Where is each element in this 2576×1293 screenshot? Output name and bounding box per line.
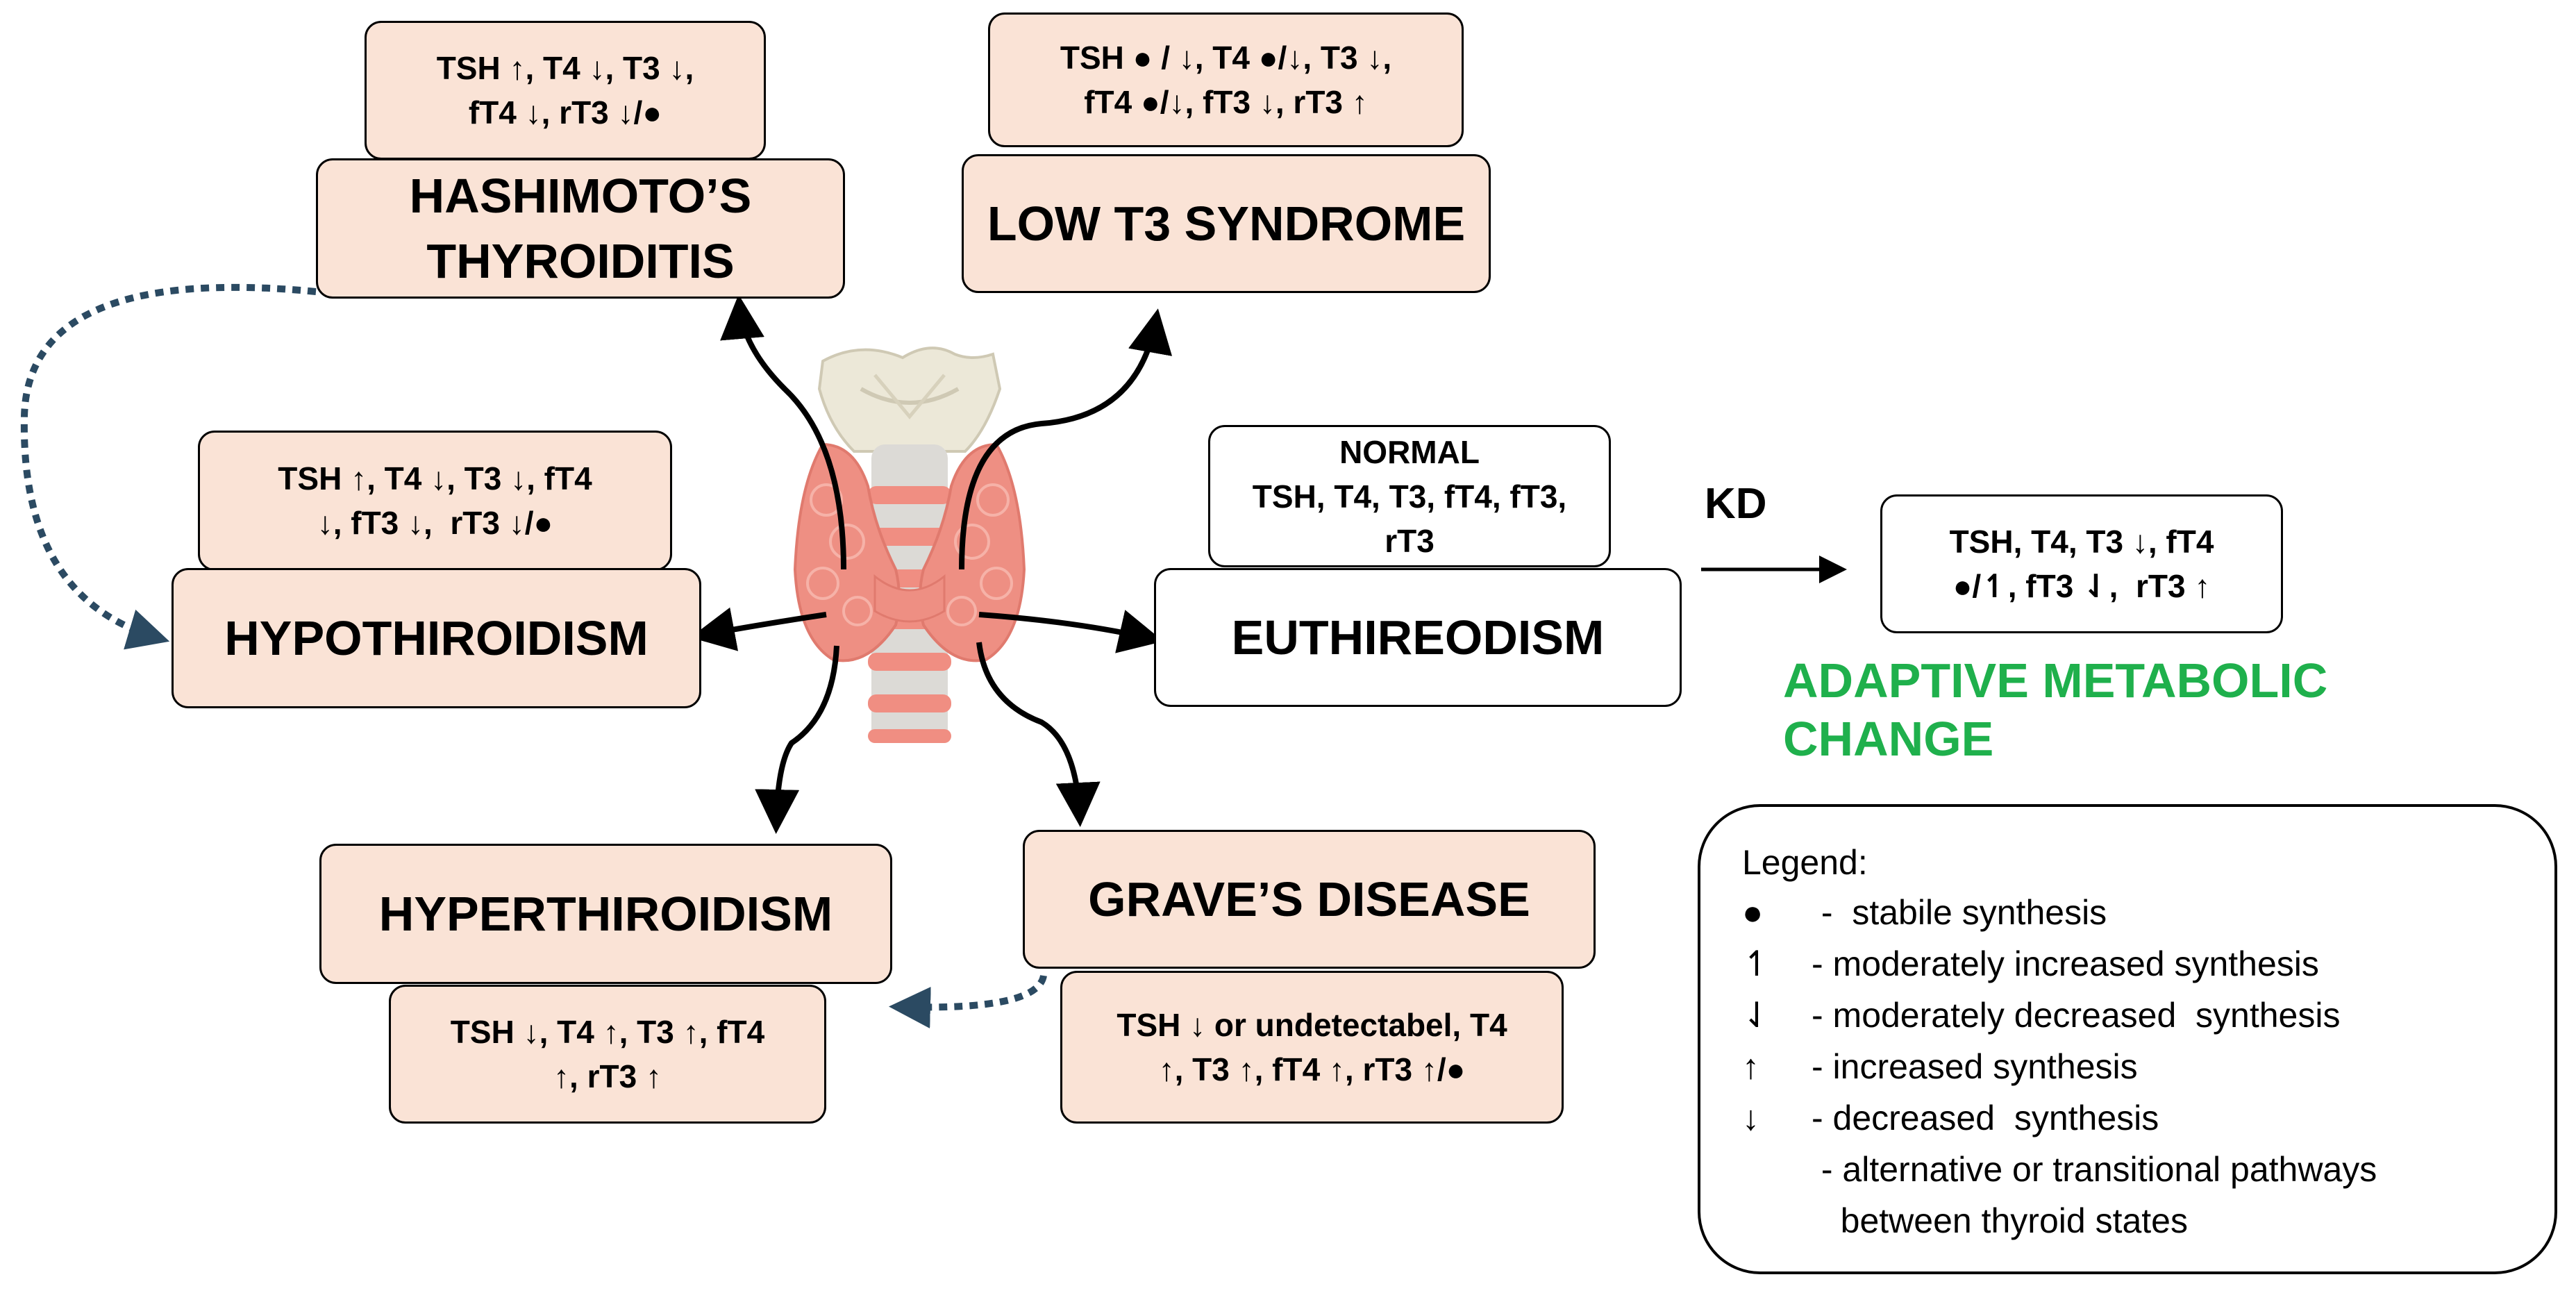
- low-t3-values-line-2: fT4 ●/↓, fT3 ↓, rT3 ↑: [1084, 84, 1368, 120]
- arrow-to-hyperthyroidism: [755, 645, 839, 834]
- legend-item-moderate-increase: ↿ - moderately increased synthesis: [1742, 943, 2319, 985]
- low-t3-values-line-1: TSH ● / ↓, T4 ●/↓, T3 ↓,: [1060, 40, 1392, 76]
- hypothyroidism-title-box: HYPOTHIROIDISM: [172, 568, 701, 708]
- hashimoto-values-line-2: fT4 ↓, rT3 ↓/●: [468, 94, 662, 131]
- kd-label: KD: [1705, 480, 1767, 528]
- hashimoto-values-box: TSH ↑, T4 ↓, T3 ↓, fT4 ↓, rT3 ↓/●: [365, 21, 766, 160]
- graves-values-line-2: ↑, T3 ↑, fT4 ↑, rT3 ↑/●: [1158, 1051, 1466, 1087]
- legend-item-text: - stabile synthesis: [1812, 893, 2107, 932]
- legend-item-increase: ↑ - increased synthesis: [1742, 1046, 2138, 1087]
- hyperthyroidism-values-box: TSH ↓, T4 ↑, T3 ↑, fT4 ↑, rT3 ↑: [389, 985, 826, 1124]
- hashimoto-values-line-1: TSH ↑, T4 ↓, T3 ↓,: [436, 50, 694, 86]
- euthyroidism-title: EUTHIREODISM: [1231, 610, 1605, 665]
- normal-values-line-1: NORMAL: [1339, 433, 1480, 470]
- arrow-to-euthyroidism: [978, 610, 1164, 653]
- legend-item-stable: ● - stabile synthesis: [1742, 892, 2107, 933]
- legend-item-text: - moderately decreased synthesis: [1812, 996, 2341, 1035]
- thyroid-gland-icon: [793, 347, 1026, 743]
- arrow-to-low-t3: [959, 308, 1173, 570]
- legend-item-text: - moderately increased synthesis: [1812, 944, 2319, 983]
- kd-result-values-line-1: TSH, T4, T3 ↓, fT4: [1949, 524, 2214, 560]
- low-t3-values-box: TSH ● / ↓, T4 ●/↓, T3 ↓, fT4 ●/↓, fT3 ↓,…: [988, 12, 1464, 147]
- hyperthyroidism-values-line-1: TSH ↓, T4 ↑, T3 ↑, fT4: [450, 1014, 765, 1050]
- graves-values-line-1: TSH ↓ or undetectabel, T4: [1116, 1007, 1507, 1043]
- hashimoto-title-line-2: THYROIDITIS: [426, 234, 735, 288]
- stable-dot-icon: ●: [1742, 893, 1764, 932]
- hashimoto-title-box: HASHIMOTO’S THYROIDITIS: [316, 158, 845, 299]
- euthyroidism-title-box: EUTHIREODISM: [1154, 568, 1682, 707]
- low-t3-title-box: LOW T3 SYNDROME: [962, 154, 1491, 293]
- legend-title: Legend:: [1742, 843, 1868, 882]
- legend-item-transition: - alternative or transitional pathways: [1742, 1149, 2377, 1190]
- half-arrow-down-icon: ⇃: [1742, 996, 1771, 1035]
- hypothyroidism-title: HYPOTHIROIDISM: [224, 611, 649, 665]
- legend-item-text: between thyroid states: [1812, 1201, 2188, 1240]
- dotted-arrow-graves-to-hyper: [889, 974, 1047, 1029]
- adaptive-label-line-2: CHANGE: [1783, 712, 1994, 766]
- hypothyroidism-values-line-1: TSH ↑, T4 ↓, T3 ↓, fT4: [278, 460, 592, 497]
- graves-title: GRAVE’S DISEASE: [1088, 872, 1530, 926]
- arrow-to-hypothyroidism: [690, 607, 827, 651]
- graves-title-box: GRAVE’S DISEASE: [1023, 830, 1596, 969]
- adaptive-label-line-1: ADAPTIVE METABOLIC: [1783, 653, 2328, 708]
- low-t3-title: LOW T3 SYNDROME: [987, 197, 1466, 251]
- kd-result-values-box: TSH, T4, T3 ↓, fT4 ●/↿, fT3 ⇃, rT3 ↑: [1880, 494, 2283, 633]
- normal-values-line-3: rT3: [1385, 522, 1435, 559]
- legend-item-decrease: ↓ - decreased synthesis: [1742, 1097, 2159, 1139]
- arrows-from-thyroid: [690, 294, 1173, 834]
- hypothyroidism-values-box: TSH ↑, T4 ↓, T3 ↓, fT4 ↓, fT3 ↓, rT3 ↓/●: [198, 431, 672, 571]
- dotted-arrow-hashimoto-to-hypo: [20, 283, 317, 650]
- half-arrow-up-icon: ↿: [1742, 944, 1771, 983]
- arrow-down-icon: ↓: [1742, 1099, 1759, 1137]
- adaptive-metabolic-change-label: ADAPTIVE METABOLIC CHANGE: [1783, 651, 2327, 768]
- arrow-to-hashimoto: [720, 294, 846, 570]
- hyperthyroidism-title: HYPERTHIROIDISM: [378, 887, 833, 941]
- arrow-to-graves: [976, 642, 1101, 827]
- hypothyroidism-values-line-2: ↓, fT3 ↓, rT3 ↓/●: [317, 505, 553, 541]
- graves-values-box: TSH ↓ or undetectabel, T4 ↑, T3 ↑, fT4 ↑…: [1060, 971, 1564, 1124]
- legend-item-transition-cont: between thyroid states: [1742, 1200, 2188, 1242]
- hyperthyroidism-title-box: HYPERTHIROIDISM: [319, 844, 892, 984]
- kd-result-values-line-2: ●/↿, fT3 ⇃, rT3 ↑: [1952, 568, 2211, 604]
- hashimoto-title-line-1: HASHIMOTO’S: [409, 169, 752, 223]
- legend-box: Legend: ● - stabile synthesis ↿ - moderat…: [1698, 804, 2557, 1274]
- hyperthyroidism-values-line-2: ↑, rT3 ↑: [553, 1058, 662, 1094]
- legend-item-text: - alternative or transitional pathways: [1812, 1150, 2377, 1189]
- arrow-up-icon: ↑: [1742, 1047, 1759, 1086]
- legend-item-text: - decreased synthesis: [1812, 1099, 2159, 1137]
- normal-values-box: NORMAL TSH, T4, T3, fT4, fT3, rT3: [1208, 425, 1611, 567]
- legend-item-moderate-decrease: ⇃ - moderately decreased synthesis: [1742, 994, 2340, 1036]
- legend-item-text: - increased synthesis: [1812, 1047, 2138, 1086]
- normal-values-line-2: TSH, T4, T3, fT4, fT3,: [1252, 478, 1567, 515]
